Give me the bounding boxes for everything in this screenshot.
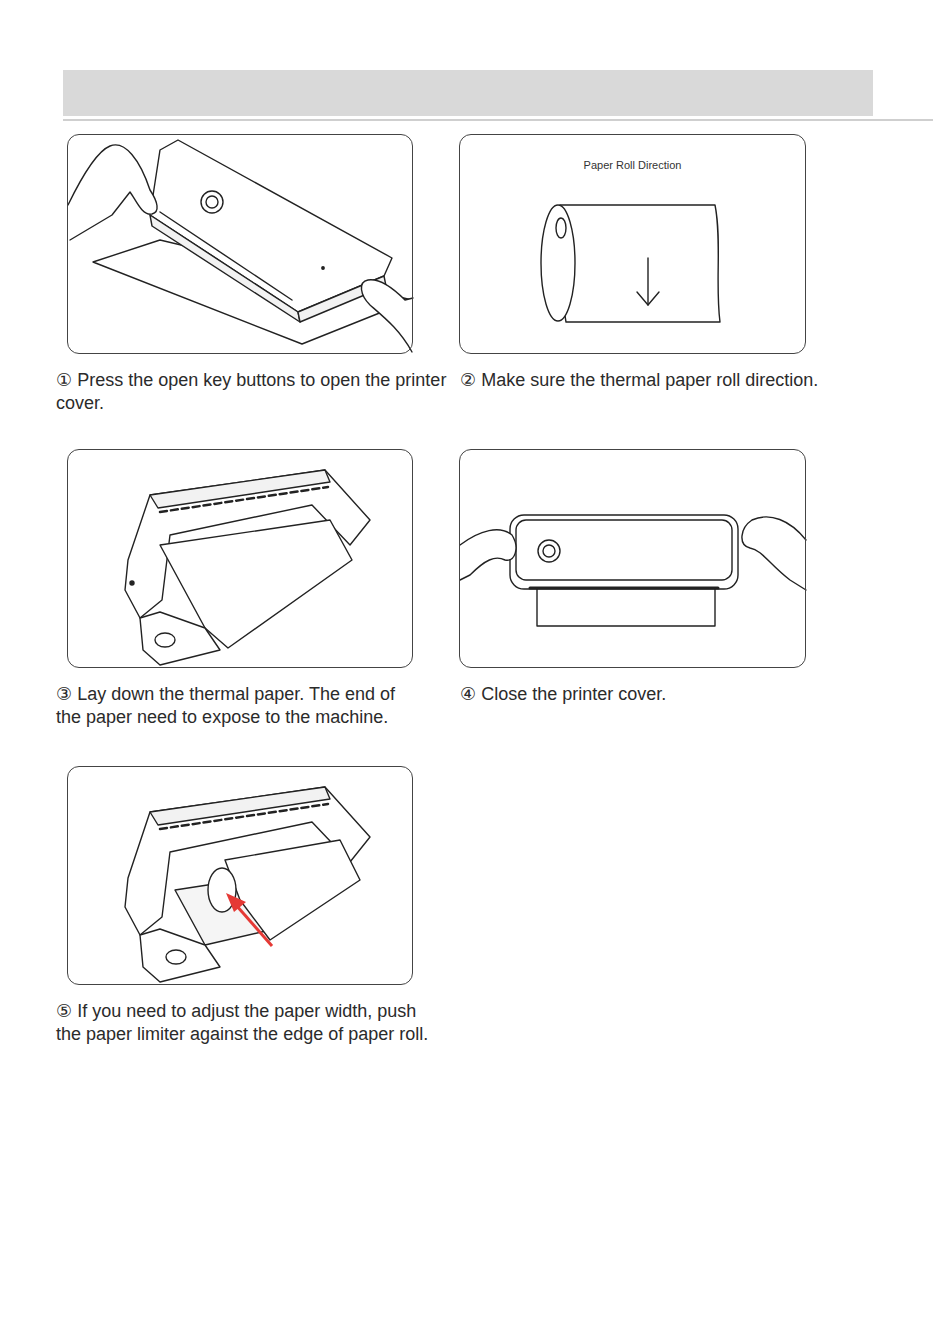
header-bar: [63, 70, 873, 116]
closed-printer-illustration: [460, 515, 806, 626]
header-rule: [63, 119, 933, 121]
step-caption: ④ Close the printer cover.: [460, 683, 820, 706]
step-panel: ③ Lay down the thermal paper. The end of…: [67, 449, 413, 668]
open-printer-illustration-2: [125, 787, 370, 982]
step-panel: Paper Roll Direction② Make sure the ther…: [459, 134, 806, 354]
step-panel: ④ Close the printer cover.: [459, 449, 806, 668]
printer-illustration-1: [68, 140, 413, 352]
paper-roll-illustration: [541, 205, 720, 322]
step-panel: ⑤ If you need to adjust the paper width,…: [67, 766, 413, 985]
panel-heading: Paper Roll Direction: [460, 159, 805, 171]
step-caption: ① Press the open key buttons to open the…: [56, 369, 448, 415]
step-caption: ③ Lay down the thermal paper. The end of…: [56, 683, 416, 729]
step-caption: ⑤ If you need to adjust the paper width,…: [56, 1000, 446, 1046]
open-printer-illustration-1: [125, 470, 370, 665]
step-panel: ① Press the open key buttons to open the…: [67, 134, 413, 354]
step-caption: ② Make sure the thermal paper roll direc…: [460, 369, 820, 392]
pointer-arrow: [226, 893, 272, 946]
